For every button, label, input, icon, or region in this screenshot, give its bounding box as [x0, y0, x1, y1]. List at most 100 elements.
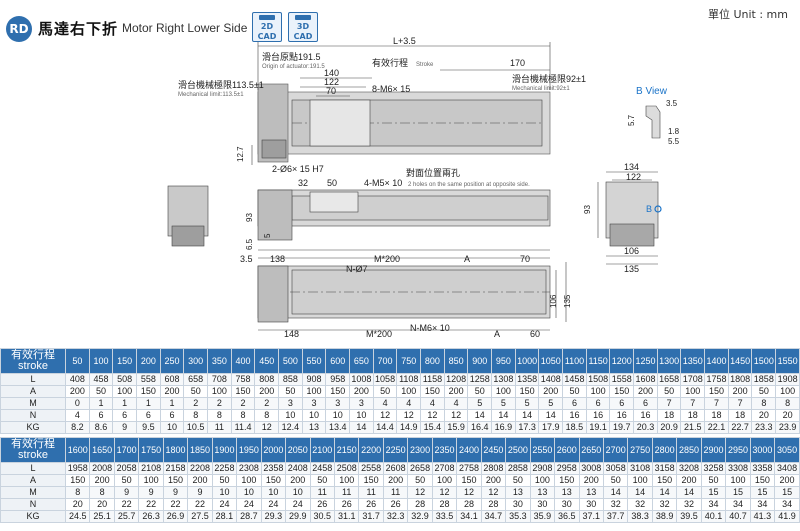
table-cell: 200 [727, 385, 753, 398]
table-cell: 26 [333, 498, 360, 511]
dim-6-5: 6.5 [245, 238, 254, 250]
stroke-header-cell: 500 [278, 348, 303, 374]
table-cell: 1 [136, 397, 161, 410]
table-cell: 9 [112, 421, 138, 434]
table-cell: 100 [775, 385, 800, 398]
table-cell: 15.9 [443, 421, 469, 434]
dim-a-bottom: A [494, 329, 500, 339]
table-cell: 22 [113, 498, 140, 511]
table-cell: 808 [254, 373, 280, 386]
stroke-header-cell: 1600 [64, 437, 91, 463]
table-cell: 10 [236, 486, 262, 499]
stroke-header-cell: 1850 [187, 437, 213, 463]
table-cell: 4 [396, 397, 422, 410]
table-cell: 200 [159, 385, 185, 398]
table-cell: 558 [136, 373, 161, 386]
stroke-header-cell: 100 [88, 348, 114, 374]
table-cell: 200 [187, 474, 213, 487]
stroke-header-cell: 2400 [456, 437, 482, 463]
table-cell: 15 [774, 486, 800, 499]
table-cell: 26.3 [138, 510, 164, 523]
table-cell: 22.1 [704, 421, 729, 434]
row-label: L [0, 462, 66, 475]
table-cell: 2258 [211, 462, 238, 475]
stroke-header-cell: 1550 [775, 348, 800, 374]
dim-32: 32 [298, 178, 308, 188]
table-cell: 1908 [775, 373, 800, 386]
table-cell: 26.9 [162, 510, 189, 523]
stroke-header-cell: 1800 [162, 437, 189, 463]
stroke-header-cell: 600 [325, 348, 351, 374]
table-cell: 14 [467, 409, 493, 422]
table-cell: 8 [89, 486, 115, 499]
table-cell: 20.9 [656, 421, 682, 434]
table-cell: 13 [301, 421, 327, 434]
table-cell: 13 [554, 486, 580, 499]
table-cell: 28 [480, 498, 507, 511]
table-cell: 22 [162, 498, 189, 511]
table-cell: 200 [254, 385, 280, 398]
table-cell: 4 [420, 397, 445, 410]
table-cell: 2 [207, 397, 232, 410]
table-cell: 100 [333, 474, 360, 487]
stroke-header-cell: 1650 [89, 437, 115, 463]
table-cell: 3408 [774, 462, 800, 475]
table-cell: 27.5 [187, 510, 213, 523]
stroke-header-cell: 700 [372, 348, 398, 374]
table-cell: 32 [676, 498, 702, 511]
table-cell: 200 [633, 385, 658, 398]
origin-label: 滑台原點191.5 [262, 51, 321, 62]
table-cell: 200 [349, 385, 374, 398]
stroke-header-zh: 有效行程 [11, 438, 55, 450]
end-b-marker-label: B [646, 204, 652, 214]
table-cell: 26 [309, 498, 335, 511]
table-cell: 14 [627, 486, 653, 499]
table-cell: 15 [725, 486, 751, 499]
table-cell: 3358 [749, 462, 776, 475]
stroke-header-en: stroke [18, 449, 48, 461]
table-cell: 1958 [64, 462, 91, 475]
stroke-header-cell: 900 [467, 348, 493, 374]
table-cell: 1758 [704, 373, 729, 386]
stroke-header-cell: 1250 [633, 348, 658, 374]
table-cell: 12.4 [278, 421, 303, 434]
table-cell: 10 [285, 486, 311, 499]
bview-dim-3-5: 3.5 [666, 99, 678, 108]
stroke-header-cell: 1050 [538, 348, 564, 374]
table-cell: 8.2 [65, 421, 90, 434]
table-cell: 12 [396, 409, 422, 422]
stroke-header-cell: 3000 [749, 437, 776, 463]
table-cell: 10 [349, 409, 374, 422]
table-cell: 9 [113, 486, 140, 499]
table-cell: 100 [301, 385, 327, 398]
stroke-header-cell: 1700 [113, 437, 140, 463]
table-cell: 30 [529, 498, 556, 511]
stroke-header-cell: 1300 [656, 348, 682, 374]
table-cell: 150 [554, 474, 580, 487]
table-cell: 28 [431, 498, 458, 511]
table-cell: 3058 [602, 462, 629, 475]
stroke-header-cell: 850 [443, 348, 469, 374]
table-cell: 1108 [396, 373, 422, 386]
table-cell: 3008 [578, 462, 604, 475]
table-cell: 17.9 [538, 421, 564, 434]
table-cell: 32 [651, 498, 678, 511]
row-label: M [0, 486, 66, 499]
pin-hole-label: 2-Ø6× 15 H7 [272, 164, 324, 174]
series-badge: RD [6, 16, 32, 42]
table-cell: 150 [162, 474, 189, 487]
table-cell: 21.5 [680, 421, 706, 434]
stroke-header-cell: 2250 [382, 437, 409, 463]
table-cell: 858 [278, 373, 303, 386]
table-cell: 24 [236, 498, 262, 511]
stroke-header-cell: 250 [159, 348, 185, 374]
table-cell: 100 [431, 474, 458, 487]
table-cell: 12 [431, 486, 458, 499]
table-cell: 12 [372, 409, 398, 422]
